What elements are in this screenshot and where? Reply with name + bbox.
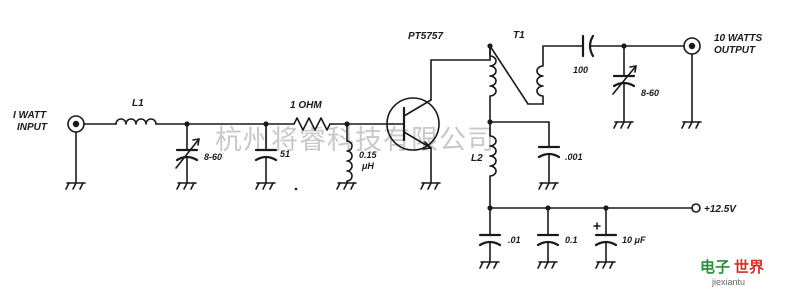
logo-site-text: jiexiantu xyxy=(711,277,745,287)
input-label-line2: INPUT xyxy=(17,122,48,133)
cap-01-label: .01 xyxy=(508,235,521,245)
logo-text-right: 世界 xyxy=(734,258,764,276)
resistor-label: 1 OHM xyxy=(290,100,322,111)
ground-symbol xyxy=(176,182,197,190)
transformer-t1-secondary xyxy=(536,45,579,105)
site-logo: 电子 世界 jiexiantu xyxy=(700,258,764,287)
ground-symbol xyxy=(595,261,616,269)
capacitor-10uf xyxy=(593,207,618,263)
l2-label: L2 xyxy=(471,153,483,164)
output-label-line1: 10 WATTS xyxy=(714,33,762,44)
choke-inductor xyxy=(346,140,353,182)
input-label-line1: I WATT xyxy=(13,110,47,121)
transistor-pt5757 xyxy=(386,59,440,184)
transistor-label: PT5757 xyxy=(408,31,443,42)
trimmer-right-label: 8-60 xyxy=(641,88,659,98)
cap-0-1-label: 0.1 xyxy=(565,235,578,245)
capacitor-01 xyxy=(478,207,502,263)
output-label-line2: OUTPUT xyxy=(714,45,756,56)
cap-001-label: .001 xyxy=(565,152,583,162)
trimmer-capacitor-right xyxy=(612,45,637,123)
capacitor-0-1 xyxy=(536,207,560,263)
cap-51-label: 51 xyxy=(280,149,290,159)
ground-symbol xyxy=(336,182,357,190)
resistor-1-ohm xyxy=(293,117,331,131)
ground-symbol xyxy=(65,182,86,190)
choke-label-line2: μH xyxy=(361,161,374,171)
cap-10uf-label: 10 μF xyxy=(622,235,646,245)
ground-symbol xyxy=(479,261,500,269)
l1-label: L1 xyxy=(132,98,144,109)
input-connector xyxy=(67,115,85,184)
choke-label-line1: 0.15 xyxy=(359,150,378,160)
supply-label: +12.5V xyxy=(704,204,737,215)
inductor-l1 xyxy=(115,118,157,125)
ground-symbol xyxy=(420,182,441,190)
logo-text-left: 电子 xyxy=(700,258,730,276)
transformer-t1-primary xyxy=(489,45,497,123)
ground-symbol xyxy=(537,261,558,269)
t1-label: T1 xyxy=(513,30,525,41)
ground-symbol xyxy=(255,182,276,190)
ground-symbol xyxy=(538,182,559,190)
cap-100-label: 100 xyxy=(573,65,588,75)
trimmer-capacitor-left xyxy=(175,138,200,169)
ground-symbol xyxy=(613,121,634,129)
ground-symbol xyxy=(681,121,702,129)
inductor-l2 xyxy=(489,121,497,209)
trimmer-left-label: 8-60 xyxy=(204,152,222,162)
capacitor-51 xyxy=(254,123,278,184)
capacitor-001 xyxy=(537,145,561,184)
output-connector xyxy=(683,37,701,123)
